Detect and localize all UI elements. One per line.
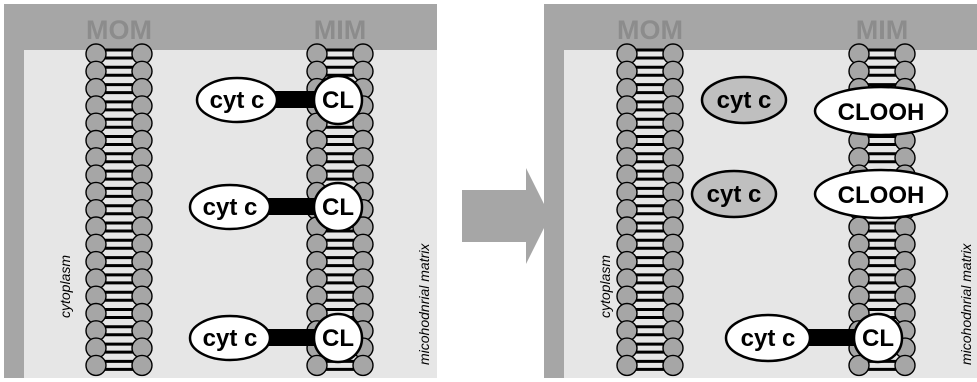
left-panel: MOM MIM cytoplasm micohodnrial matrix cy… <box>4 4 437 378</box>
left-complex-1-cytc-label: cyt c <box>210 87 265 114</box>
right-free-cytc-2-oval <box>690 169 778 219</box>
lipid-head <box>131 354 153 377</box>
right-complex-cl-label: CL <box>862 325 894 352</box>
left-complex-2: cyt c CL <box>188 181 364 233</box>
left-complex-1-cl-label: CL <box>322 87 354 114</box>
left-mim-label: MIM <box>314 15 366 45</box>
right-complex-cl-circle <box>852 312 904 364</box>
left-matrix-label: micohodnrial matrix <box>416 243 432 365</box>
left-complex-1-cl-circle <box>312 74 364 126</box>
right-cytoplasm-label: cytoplasm <box>597 255 613 318</box>
left-complex-3-cytc-oval <box>188 314 272 362</box>
lipid-head <box>306 354 328 377</box>
right-clooh-1-oval <box>813 85 949 137</box>
left-mom-bilayer <box>85 43 153 377</box>
right-complex-cytc-oval <box>724 313 812 363</box>
right-clooh-2-oval <box>813 168 949 220</box>
right-mim-label: MIM <box>856 15 908 45</box>
left-complex-2-bond <box>263 198 318 215</box>
lipid-head <box>662 354 684 377</box>
right-free-cytc-2-label: cyt c <box>707 181 762 208</box>
right-clooh-1: CLOOH <box>813 85 949 137</box>
transition-arrow <box>462 168 550 264</box>
right-clooh-2-label: CLOOH <box>838 182 925 209</box>
left-complex-2-cytc-oval <box>188 183 272 231</box>
right-clooh-1-label: CLOOH <box>838 99 925 126</box>
left-complex-3: cyt c CL <box>188 312 364 364</box>
right-mom-label: MOM <box>617 15 683 45</box>
left-complex-3-cytc-label: cyt c <box>203 325 258 352</box>
lipid-head <box>616 354 638 377</box>
right-complex: cyt c CL <box>724 312 904 364</box>
right-mom-bilayer <box>616 43 684 377</box>
right-free-cytc-1-oval <box>700 75 788 125</box>
lipid-head <box>848 354 870 377</box>
left-complex-3-cl-circle <box>312 312 364 364</box>
right-panel: MOM MIM cytoplasm micohodnrial matrix cy… <box>544 4 977 378</box>
left-complex-2-cytc-label: cyt c <box>203 194 258 221</box>
left-mom-label: MOM <box>86 15 152 45</box>
left-cytoplasm-label: cytoplasm <box>57 255 73 318</box>
right-complex-bond <box>805 329 862 346</box>
left-complex-2-cl-label: CL <box>322 194 354 221</box>
left-complex-3-cl-label: CL <box>322 325 354 352</box>
left-complex-1: cyt c CL <box>195 74 364 126</box>
lipid-head <box>352 354 374 377</box>
left-complex-3-bond <box>263 329 318 346</box>
left-complex-2-cl-circle <box>312 181 364 233</box>
right-free-cytc-1: cyt c <box>700 75 788 125</box>
right-free-cytc-2: cyt c <box>690 169 778 219</box>
left-complex-1-cytc-oval <box>195 76 279 124</box>
left-complex-1-bond <box>270 91 318 108</box>
lipid-head <box>894 354 916 377</box>
right-clooh-2: CLOOH <box>813 168 949 220</box>
right-complex-cytc-label: cyt c <box>741 325 796 352</box>
lipid-head <box>85 354 107 377</box>
right-matrix-label: micohodnrial matrix <box>958 243 974 365</box>
right-free-cytc-1-label: cyt c <box>717 87 772 114</box>
